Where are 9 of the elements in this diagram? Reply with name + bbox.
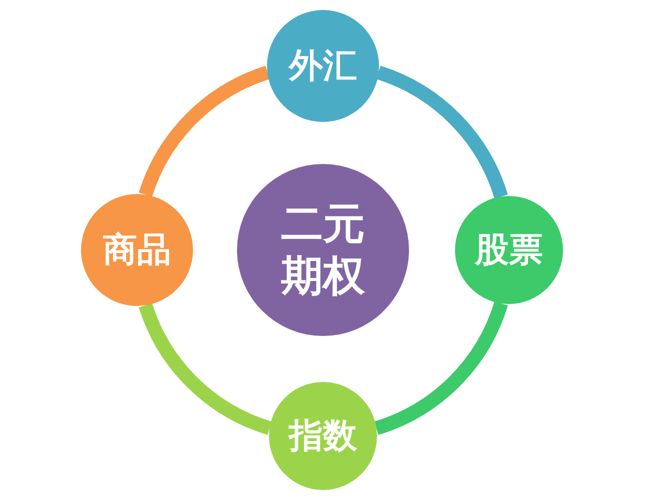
ring-arc [376,66,508,199]
ring-arc [374,301,508,435]
category-circle: 指数 [269,382,377,490]
category-circle: 外汇 [267,10,379,122]
category-circle: 股票 [455,196,563,304]
center-circle: 二元期权 [237,164,409,336]
ring-arc [138,302,272,435]
category-circle: 商品 [81,194,193,306]
ring-arc [138,66,270,198]
